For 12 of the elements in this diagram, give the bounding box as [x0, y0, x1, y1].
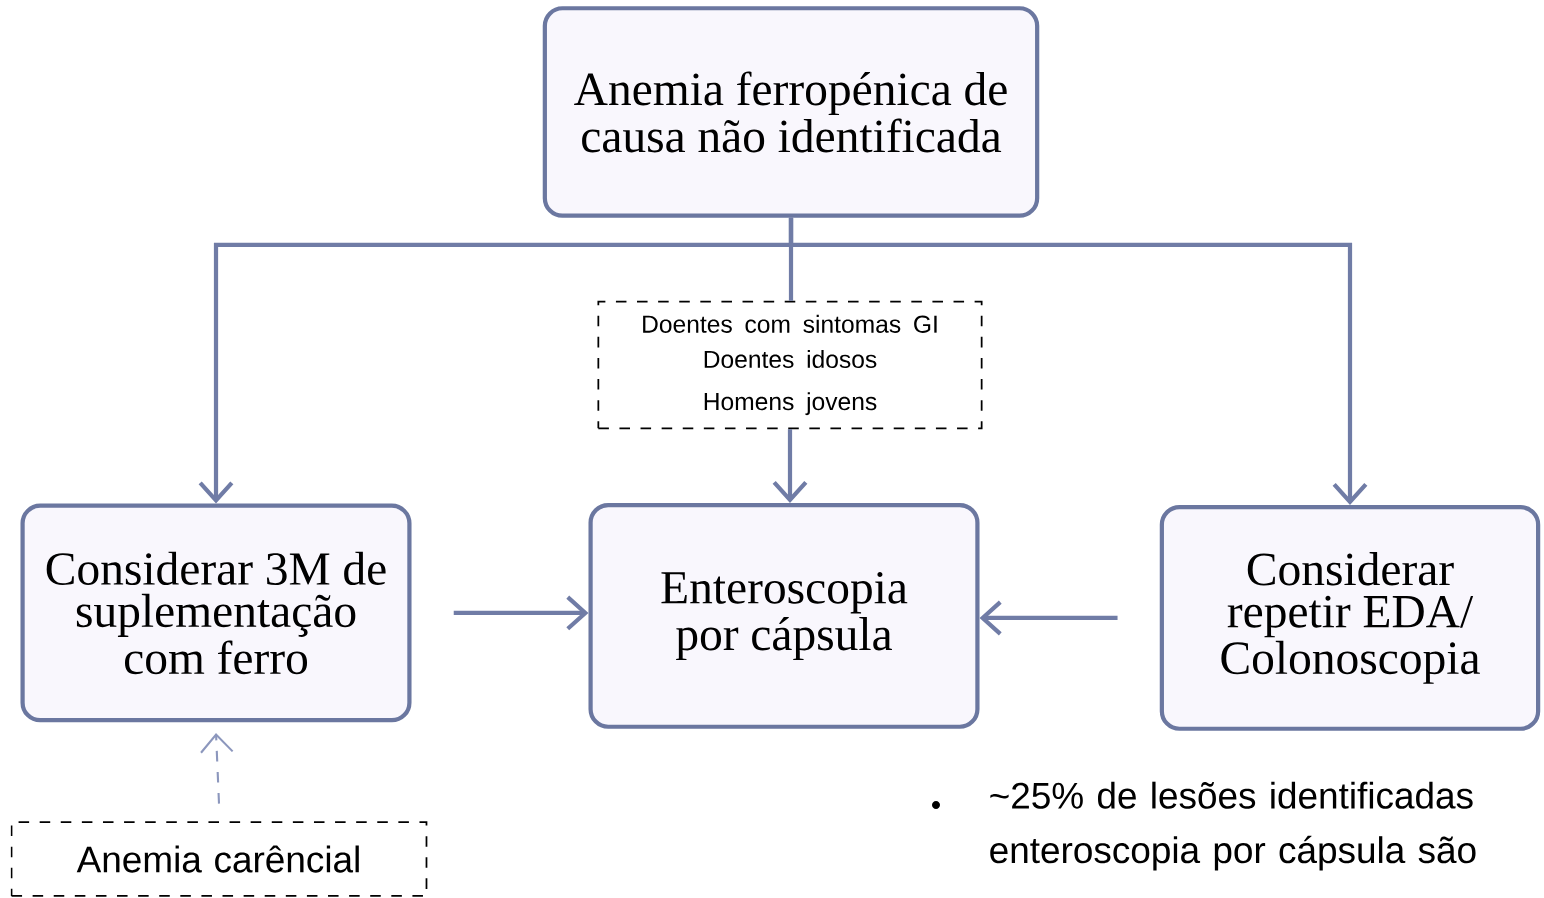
arrow	[772, 429, 808, 504]
process-box: Anemia ferropénica de causa não identificada	[542, 6, 1040, 218]
process-box: Considerar 3M de suplementação com ferro	[20, 503, 412, 723]
process-box: Considerar repetir EDA/ Colonoscopia	[1159, 505, 1541, 731]
condition-box: Doentes com sintomas GI Doentes idosos Homens jovens	[597, 300, 983, 430]
arrow	[979, 600, 1118, 636]
condition-box: Anemia carêncial	[10, 821, 428, 897]
arrow	[200, 732, 234, 804]
arrow	[453, 595, 589, 631]
process-box: Enteroscopia por cápsula	[588, 503, 980, 729]
bullet-text: ~25% de lesões identificadas enteroscopia por cápsula são	[990, 781, 1476, 871]
arrow	[788, 217, 1368, 506]
